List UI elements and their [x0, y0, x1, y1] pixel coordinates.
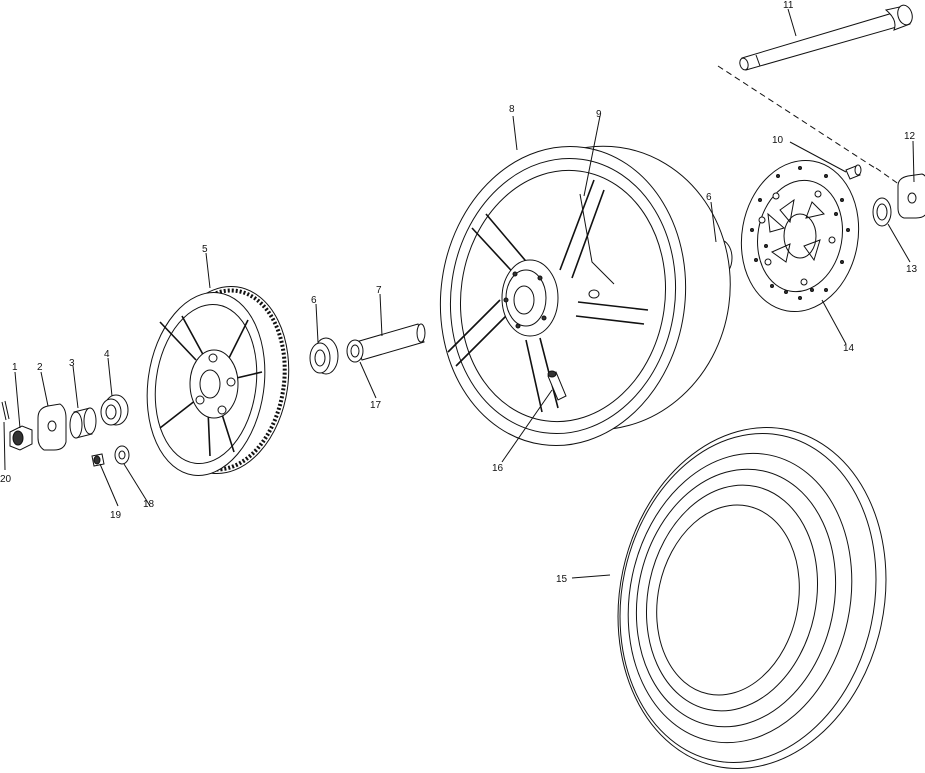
- screw: [91, 453, 105, 467]
- tire: [617, 427, 887, 769]
- callout-2: 2: [37, 362, 43, 373]
- callout-14: 14: [843, 343, 855, 354]
- axle: [739, 4, 913, 71]
- callout-7: 7: [376, 285, 382, 296]
- callout-19: 19: [110, 510, 122, 521]
- callout-12: 12: [904, 131, 916, 142]
- seal: [346, 339, 364, 363]
- bearing-small: [100, 394, 129, 426]
- callout-8: 8: [509, 104, 515, 115]
- callout-4: 4: [104, 349, 110, 360]
- assembly-dashed-line: [717, 65, 901, 186]
- callout-labels: 11 10 12 13 14 6 8 9 7 6 17 5 4 3 2 1 20…: [0, 0, 918, 585]
- valve-stem: [547, 370, 567, 401]
- callout-10: 10: [772, 135, 784, 146]
- axle-nut: [9, 425, 33, 451]
- washer: [114, 445, 130, 465]
- bearing-left: [309, 337, 339, 375]
- callout-17: 17: [370, 400, 382, 411]
- callout-18: 18: [143, 499, 155, 510]
- cotter-pin: [1, 400, 10, 421]
- callout-1: 1: [12, 362, 18, 373]
- callout-5: 5: [202, 244, 208, 255]
- drive-pulley: [146, 285, 290, 476]
- callout-13: 13: [906, 264, 918, 275]
- leader-lines: [3, 8, 915, 579]
- wheel-rim: [439, 145, 731, 447]
- callout-11: 11: [783, 0, 794, 11]
- callout-6a: 6: [311, 295, 317, 306]
- spacer: [872, 197, 892, 227]
- callout-9: 9: [596, 109, 602, 120]
- brake-disc: [740, 159, 860, 313]
- axle-spacer-tube: [355, 323, 426, 361]
- callout-6b: 6: [706, 192, 712, 203]
- spacer-small: [69, 407, 97, 439]
- callout-16: 16: [492, 463, 504, 474]
- callout-20: 20: [0, 474, 12, 485]
- bolt: [845, 164, 862, 180]
- callout-15: 15: [556, 574, 568, 585]
- callout-3: 3: [69, 358, 75, 369]
